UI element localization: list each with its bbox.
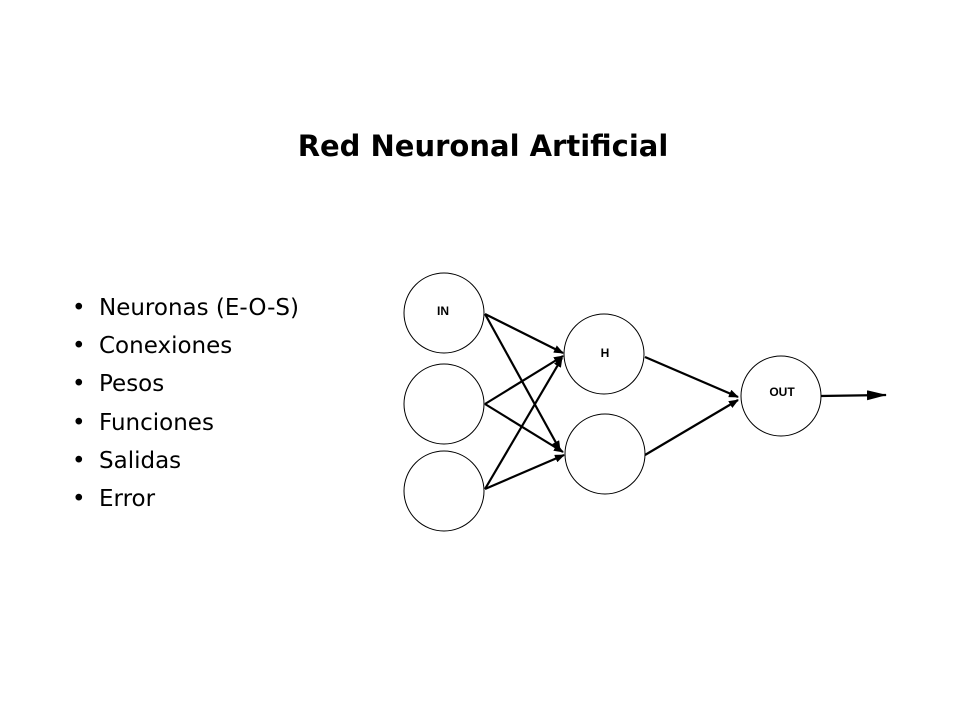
hidden-node: H [563,313,645,395]
connection-hidden-0-out-0 [644,355,739,399]
hidden-node-label: H [601,346,610,360]
bullet-text: Funciones [99,409,214,436]
connection-in-2-hidden-0 [484,357,563,490]
bullet-text: Error [99,486,156,513]
bullet-text: Salidas [99,447,182,474]
input-node-label: IN [437,304,449,318]
bullet-item: • Conexiones [72,327,299,365]
bullet-dot: • [72,409,86,436]
bullet-dot: • [72,447,86,474]
bullet-item: • Neuronas (E-O-S) [72,289,299,327]
bullet-dot: • [72,371,86,398]
output-arrow [819,390,887,401]
bullet-dot: • [72,295,86,321]
connection-in-1-hidden-1 [484,403,564,453]
connection-in-0-hidden-0 [484,313,564,354]
output-node: OUT [740,355,822,437]
bullet-item: • Funciones [72,404,299,442]
output-node-label: OUT [769,385,795,399]
input-node [403,363,485,445]
bullet-list: • Neuronas (E-O-S) • Conexiones • Pesos • Fu… [72,289,299,518]
input-node: IN [403,272,485,354]
connection-in-1-hidden-0 [484,355,564,405]
connection-in-2-hidden-1 [484,453,565,491]
bullet-text: Pesos [99,371,165,398]
bullet-item: • Error [72,480,299,518]
bullet-item: • Pesos [72,365,299,403]
bullet-text: Conexiones [99,333,233,360]
hidden-node [564,413,646,495]
connection-hidden-1-out-0 [644,399,739,456]
bullet-item: • Salidas [72,442,299,480]
bullet-dot: • [72,333,86,360]
bullet-text: Neuronas (E-O-S) [99,295,299,321]
input-node [403,450,485,532]
bullet-dot: • [72,486,86,513]
slide-title: Red Neuronal Artificial [297,129,669,163]
